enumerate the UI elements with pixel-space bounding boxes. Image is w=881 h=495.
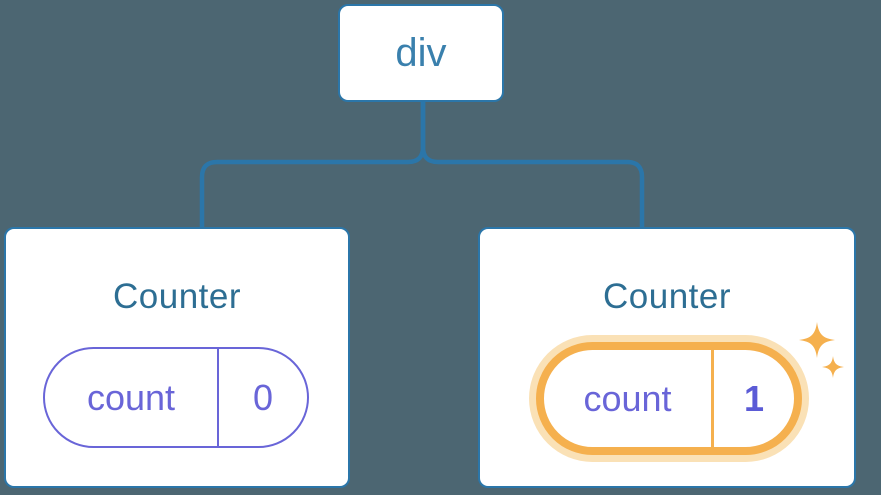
state-value-cell: 1 <box>711 350 794 447</box>
state-value: 1 <box>743 377 765 419</box>
root-node-div: div <box>338 4 504 102</box>
connector-root-to-right-child <box>420 99 645 231</box>
connector-root-to-left-child <box>199 99 426 231</box>
component-title-left: Counter <box>112 277 242 316</box>
component-title-right: Counter <box>602 277 732 316</box>
state-pill-left: count 0 <box>43 347 309 448</box>
root-node-label: div <box>395 30 447 75</box>
state-value-cell: 0 <box>217 349 307 446</box>
counter-card-right: Counter count 1 <box>478 227 856 488</box>
state-value: 0 <box>252 376 274 418</box>
state-key-cell: count <box>544 350 711 447</box>
state-key-label: count <box>86 376 176 418</box>
counter-card-left: Counter count 0 <box>4 227 350 488</box>
state-key-label: count <box>583 377 672 419</box>
state-key-cell: count <box>45 349 217 446</box>
state-pill-right-highlighted: count 1 <box>536 342 802 455</box>
